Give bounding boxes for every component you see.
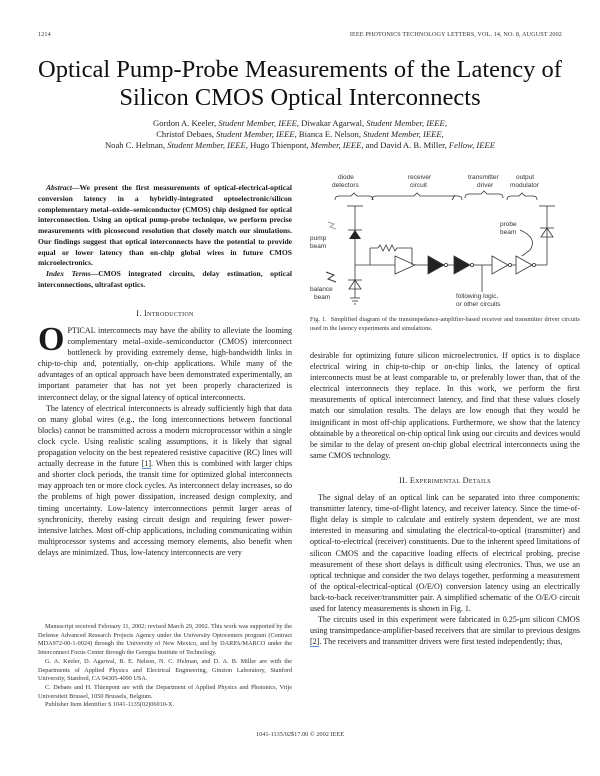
intro-p2-text-a: The latency of electrical interconnects … — [38, 403, 292, 469]
index-terms-text: CMOS integrated circuits, delay estimati… — [38, 269, 292, 289]
author-role: Student Member, IEEE — [216, 129, 295, 139]
pump-light-icon — [327, 221, 337, 230]
label-modulator: modulator — [510, 182, 540, 189]
author-name: Bianca E. Nelson — [298, 129, 359, 139]
label-other-circuits: or other circuits — [456, 301, 501, 308]
brace-transmitter-driver — [464, 190, 504, 199]
citation-link-1[interactable]: [1] — [141, 459, 152, 470]
right-column-body: desirable for optimizing future silicon … — [310, 350, 580, 648]
label-probe-beam: beam — [500, 229, 516, 236]
figure-label: Fig. 1. — [310, 316, 327, 323]
page-number: 1214 — [38, 31, 51, 38]
intro-paragraph-2: The latency of electrical interconnects … — [38, 403, 292, 558]
author-name: Noah C. Helman — [104, 140, 163, 150]
index-terms: Index Terms—CMOS integrated circuits, de… — [38, 269, 292, 289]
footnote-manuscript: Manuscript received February 11, 2002; r… — [38, 623, 292, 657]
citation-link-2[interactable]: [2] — [310, 637, 320, 648]
intro-p2-text-b: . When this is combined with larger chip… — [38, 459, 292, 557]
author-role: Student Member, IEEE — [167, 140, 246, 150]
label-balance: balance — [310, 286, 333, 293]
label-pump: pump — [310, 235, 327, 242]
label-pump-beam: beam — [310, 243, 326, 250]
label-following-logic: following logic, — [456, 293, 498, 300]
author-name: Gordon A. Keeler — [153, 118, 215, 128]
label-output: output — [516, 174, 534, 181]
section-heading-experimental-details: II. Experimental Details — [310, 475, 580, 486]
author-role: Fellow, IEEE — [448, 140, 496, 150]
author-name: Christof Debaes — [156, 129, 212, 139]
figure-1-caption: Fig. 1. Simplified diagram of the transi… — [310, 316, 580, 333]
section-title: Experimental Details — [409, 475, 491, 485]
label-circuit: circuit — [410, 182, 427, 189]
title-line-1: Optical Pump-Probe Measurements of the L… — [38, 56, 562, 83]
section-number: II. — [399, 475, 408, 485]
label-driver: driver — [477, 182, 494, 189]
author-role: Student Member, IEEE — [218, 118, 297, 128]
footnote-affiliation-vub: C. Debaes and H. Thienpont are with the … — [38, 683, 292, 700]
section-title: Introduction — [144, 309, 194, 318]
author-name: David A. B. Miller — [380, 140, 445, 150]
section-number: I. — [136, 309, 142, 318]
dropcap: O — [38, 321, 65, 358]
intro-p1-text: PTICAL interconnects may have the abilit… — [38, 326, 292, 402]
brace-diode-detectors — [334, 192, 374, 201]
author-role: Student Member, IEEE — [366, 118, 445, 128]
balance-diode-icon — [348, 279, 362, 290]
abstract-text: We present the first measurements of opt… — [38, 183, 292, 268]
label-detectors: detectors — [332, 182, 359, 189]
intro-paragraph-2-continued: desirable for optimizing future silicon … — [310, 351, 580, 460]
label-probe: probe — [500, 221, 517, 228]
label-diode: diode — [338, 174, 354, 181]
paper-title: Optical Pump-Probe Measurements of the L… — [20, 56, 580, 112]
experimental-paragraph-2: The circuits used in this experiment wer… — [310, 614, 580, 648]
figure-1-circuit-diagram: diode detectors receiver circuit transmi… — [310, 174, 555, 308]
figure-caption-text: Simplified diagram of the transimpedance… — [310, 316, 581, 332]
label-balance-beam: beam — [314, 294, 330, 301]
pump-diode-icon — [349, 230, 361, 239]
modulator-diode-icon — [540, 227, 554, 238]
footnotes: Manuscript received February 11, 2002; r… — [38, 623, 292, 710]
section-heading-introduction: I. Introduction — [38, 309, 292, 318]
exp-p2-text-a: The circuits used in this experiment wer… — [310, 615, 580, 636]
authors-connector: and — [365, 140, 379, 150]
copyright-footer: 1041-1135/02$17.00 © 2002 IEEE — [255, 731, 345, 738]
abstract: Abstract—We present the first measuremen… — [38, 183, 292, 268]
author-role: Member, IEEE — [310, 140, 362, 150]
abstract-label: Abstract — [46, 183, 72, 192]
footnote-publisher-id: Publisher Item Identifier S 1041-1135(02… — [45, 701, 175, 709]
author-name: Hugo Thienpont — [250, 140, 307, 150]
label-transmitter: transmitter — [468, 174, 500, 181]
balance-light-icon — [325, 271, 337, 283]
journal-running-head: IEEE PHOTONICS TECHNOLOGY LETTERS, VOL. … — [349, 31, 562, 38]
author-role: Student Member, IEEE — [363, 129, 442, 139]
footnote-affiliation-stanford: G. A. Keeler, D. Agarwal, B. E. Nelson, … — [38, 657, 292, 683]
index-terms-label: Index Terms — [46, 269, 91, 278]
author-list: Gordon A. Keeler, Student Member, IEEE, … — [104, 118, 496, 150]
experimental-paragraph-1: The signal delay of an optical link can … — [310, 493, 580, 613]
label-receiver: receiver — [408, 174, 432, 181]
title-line-2: Silicon CMOS Optical Interconnects — [119, 84, 481, 111]
brace-output-modulator — [506, 192, 538, 201]
brace-receiver-circuit — [371, 192, 463, 201]
exp-p2-text-b: . The receivers and transmitter drivers … — [319, 637, 563, 647]
author-name: Diwakar Agarwal — [301, 118, 362, 128]
